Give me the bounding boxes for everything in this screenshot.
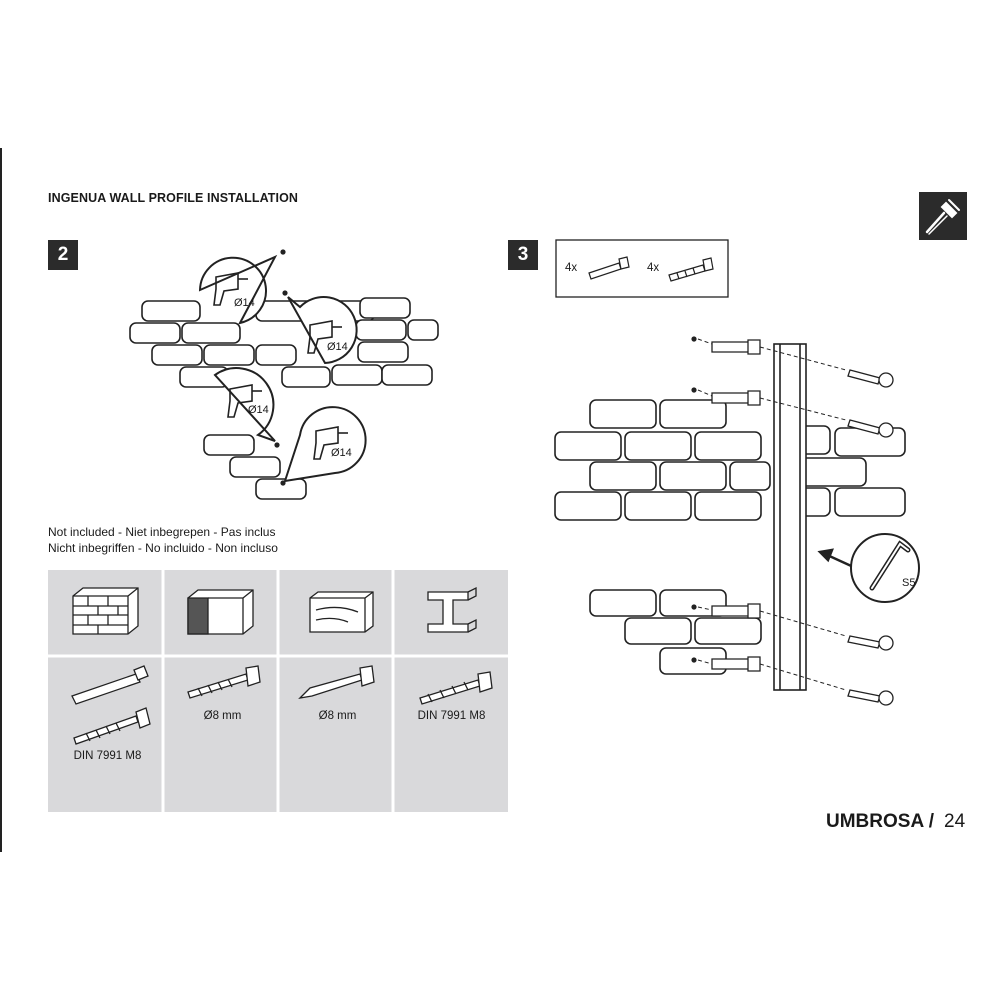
drill-diameter-label: Ø14 — [327, 341, 348, 353]
anchor-plug-icon — [711, 339, 761, 672]
step-3-badge: 3 — [508, 240, 538, 270]
anchor-plug-icon — [588, 256, 630, 280]
page-number: 24 — [944, 811, 966, 832]
brand-name: UMBROSA / — [826, 811, 935, 832]
fixing-label: DIN 7991 M8 — [73, 750, 142, 762]
step-3-profile-mounting-illustration — [554, 336, 920, 706]
wood-panel-icon — [309, 591, 374, 633]
steel-beam-icon — [427, 586, 477, 633]
not-included-note: Not included - Niet inbegrepen - Pas inc… — [48, 525, 278, 556]
kit-quantity: 4x — [647, 262, 660, 274]
hex-key-icon — [850, 533, 920, 603]
anchor-plug-icon — [71, 665, 149, 705]
drill-diameter-label: Ø14 — [234, 297, 255, 309]
page-title: INGENUA WALL PROFILE INSTALLATION — [48, 191, 299, 205]
countersunk-bolt-icon — [847, 369, 894, 706]
fixings-table: DIN 7991 M8 Ø8 mm Ø8 mm DIN 7991 M8 — [48, 570, 508, 812]
wall-profile-rail — [773, 343, 807, 691]
kit-quantity: 4x — [565, 262, 578, 274]
countersunk-bolt-icon — [668, 257, 714, 282]
fixing-label: DIN 7991 M8 — [417, 710, 486, 722]
fixing-label: Ø8 mm — [203, 710, 242, 722]
kit-contents-box — [555, 239, 729, 298]
drill-icon — [213, 272, 348, 460]
screwdriver-icon — [919, 192, 967, 240]
not-included-line-1: Not included - Niet inbegrepen - Pas inc… — [48, 525, 276, 539]
brick-wall-icon — [72, 587, 139, 635]
page-edge-line — [0, 148, 2, 852]
countersunk-bolt-icon — [73, 665, 493, 745]
step-2-wall-drilling-illustration — [129, 249, 439, 500]
hex-key-size-label: S5 — [902, 577, 916, 589]
page-footer: UMBROSA / 24 — [826, 811, 965, 833]
step-2-badge: 2 — [48, 240, 78, 270]
not-included-line-2: Nicht inbegriffen - No incluido - Non in… — [48, 540, 278, 555]
drill-diameter-label: Ø14 — [331, 447, 352, 459]
fixing-label: Ø8 mm — [318, 710, 357, 722]
hollow-block-icon — [187, 589, 254, 635]
drill-diameter-label: Ø14 — [248, 404, 269, 416]
